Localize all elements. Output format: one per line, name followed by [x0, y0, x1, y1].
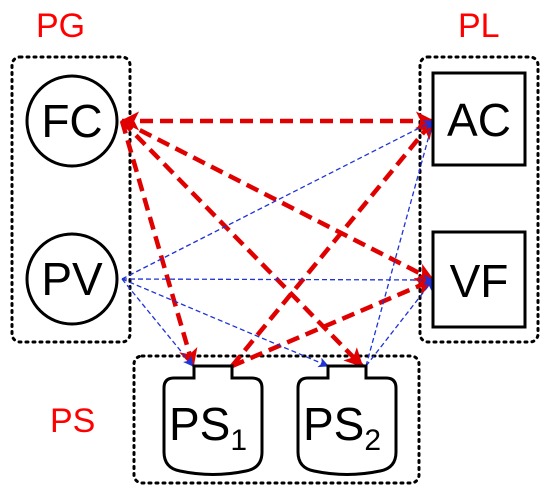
- edge-ps2-vf: [365, 279, 434, 367]
- group-box-ps: [132, 354, 421, 485]
- group-label-pg: PG: [36, 7, 85, 45]
- node-ps1: PS1: [162, 364, 264, 476]
- node-fc: FC: [25, 74, 119, 168]
- node-fc-shape: [25, 74, 119, 168]
- edge-ps1-ac: [230, 119, 435, 368]
- node-pv-shape: [25, 232, 119, 326]
- node-vf-shape: [431, 230, 527, 329]
- edge-pv-ps2: [121, 278, 329, 368]
- group-box-pl: [418, 55, 540, 344]
- node-ps2-label: PS2: [303, 398, 381, 457]
- edge-fc-vf: [120, 118, 435, 283]
- node-pv: PV: [25, 232, 119, 326]
- edge-pv-vf: [121, 274, 435, 286]
- node-ps2: PS2: [296, 364, 398, 476]
- node-pv-label: PV: [41, 253, 103, 305]
- node-vf: VF: [431, 230, 527, 329]
- edge-ps1-vf: [231, 277, 435, 369]
- edge-pv-ps1: [121, 278, 194, 367]
- node-fc-label: FC: [41, 95, 102, 147]
- node-ps1-label: PS1: [169, 398, 247, 457]
- edge-fc-ps2: [120, 119, 364, 368]
- node-ps2-shape: [296, 364, 398, 476]
- node-ac-shape: [431, 71, 527, 167]
- group-box-pg: [10, 55, 132, 344]
- edge-ps2-ac: [365, 119, 436, 367]
- node-ac: AC: [431, 71, 527, 167]
- group-label-ps: PS: [50, 402, 95, 440]
- group-label-pl: PL: [458, 7, 500, 45]
- edge-fc-ps1: [119, 120, 198, 368]
- edges-layer: [119, 111, 436, 369]
- node-ac-label: AC: [447, 94, 511, 146]
- node-ps1-shape: [162, 364, 264, 476]
- edge-pv-ac: [121, 120, 434, 280]
- node-vf-label: VF: [450, 255, 509, 307]
